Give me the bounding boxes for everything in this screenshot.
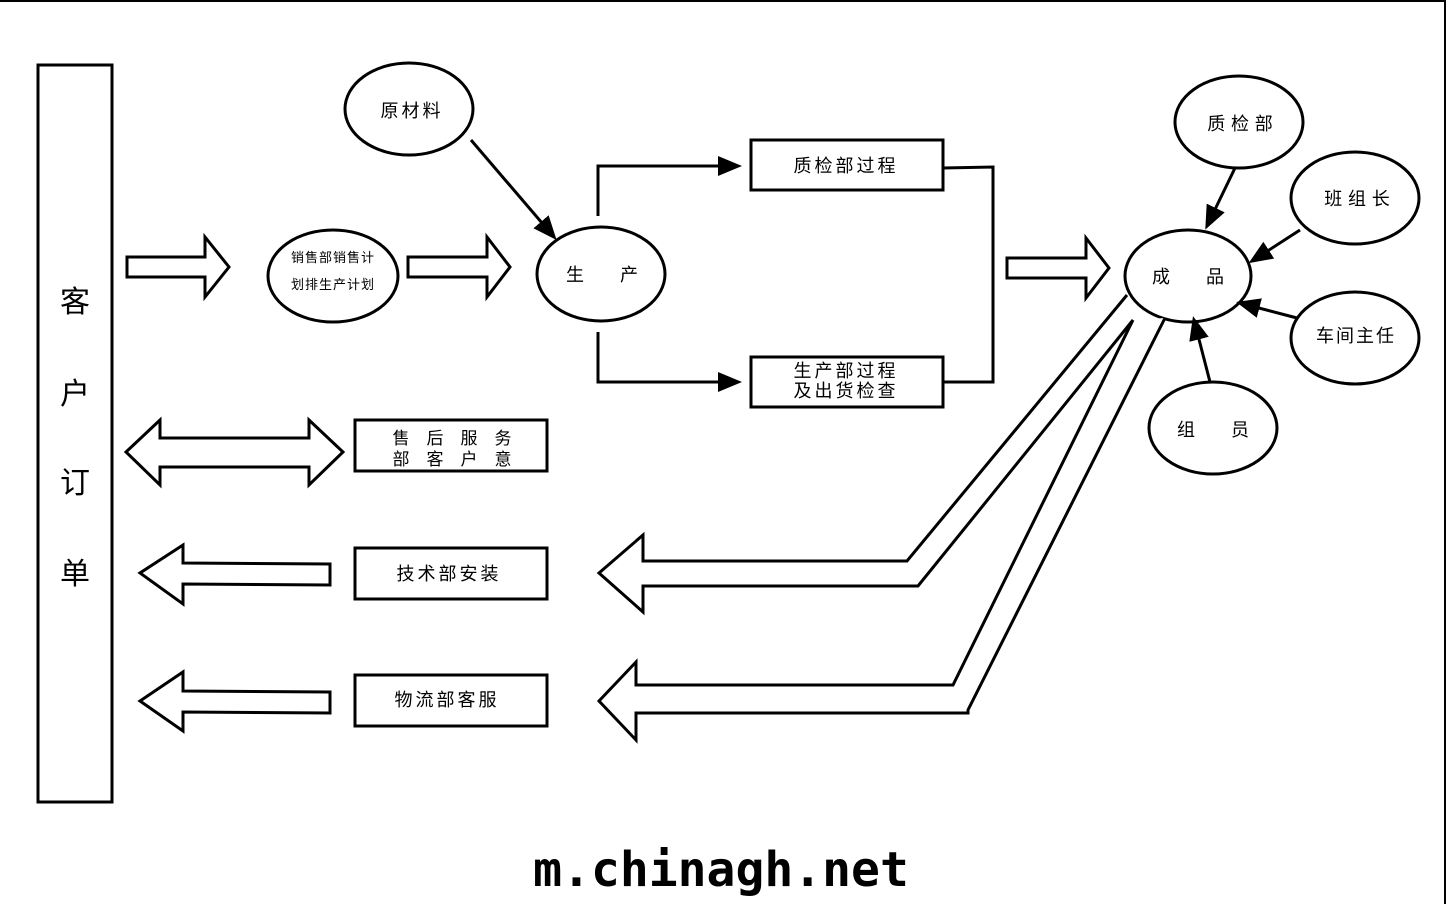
arrow-team-leader-to-finished: [1248, 228, 1301, 264]
customer-order-box: 客 户 订 单: [36, 63, 114, 804]
tech-install-label: 技术部安装: [397, 564, 502, 585]
double-block-arrow-after-sales: [123, 416, 346, 489]
block-arrow-to-finished: [1005, 233, 1111, 303]
block-arrow-logistics-to-order: [137, 669, 332, 734]
after-sales-box: 售 后 服 务 部 客 户 意: [353, 418, 549, 473]
logistics-box: 物流部客服: [353, 673, 549, 728]
customer-order-char-4: 单: [60, 557, 90, 592]
workshop-director-node: 车间主任: [1289, 290, 1421, 386]
team-member-node: 组 员: [1147, 380, 1279, 476]
block-arrow-tech-to-order: [137, 542, 332, 607]
finished-product-label: 成 品: [1152, 267, 1224, 288]
arrow-production-to-qc: [596, 156, 742, 216]
sales-plan-line1: 销售部销售计: [291, 250, 375, 266]
block-arrow-finished-to-tech: [596, 294, 1135, 616]
arrow-qc-dept-to-finished: [1205, 167, 1237, 230]
block-arrow-finished-to-logistics: [596, 317, 1167, 744]
finished-product-node: 成 品: [1123, 228, 1253, 324]
team-leader-node: 班 组 长: [1289, 150, 1421, 246]
raw-material-node: 原材料: [343, 61, 475, 157]
production-node: 生 产: [535, 225, 667, 323]
production-label: 生 产: [566, 265, 638, 286]
sales-plan-node: 销售部销售计 划排生产计划: [266, 228, 400, 324]
prod-process-box: 生产部过程 及出货检查: [749, 355, 945, 409]
team-member-label: 组 员: [1177, 420, 1249, 441]
customer-order-char-3: 订: [60, 466, 90, 501]
prod-process-line1: 生产部过程: [794, 361, 899, 382]
logistics-label: 物流部客服: [395, 690, 500, 711]
block-arrow-order-to-sales: [125, 232, 231, 302]
after-sales-line2: 部 客 户 意: [393, 450, 512, 470]
arrow-member-to-finished: [1189, 316, 1212, 383]
qc-dept-label: 质 检 部: [1207, 114, 1272, 135]
sales-plan-line2: 划排生产计划: [291, 278, 375, 293]
block-arrow-sales-to-production: [406, 232, 512, 302]
customer-order-char-2: 户: [60, 377, 90, 412]
qc-process-label: 质检部过程: [794, 156, 899, 177]
prod-process-line2: 及出货检查: [794, 381, 899, 402]
bracket-connector: [942, 165, 995, 384]
tech-install-box: 技术部安装: [353, 546, 549, 601]
arrow-director-to-finished: [1236, 298, 1298, 320]
after-sales-line1: 售 后 服 务: [393, 429, 512, 449]
qc-dept-node: 质 检 部: [1173, 74, 1305, 170]
workshop-director-label: 车间主任: [1316, 326, 1396, 347]
arrow-raw-to-production: [469, 139, 557, 241]
team-leader-label: 班 组 长: [1324, 189, 1389, 210]
qc-process-box: 质检部过程: [749, 138, 945, 192]
watermark-text: m.chinagh.net: [533, 842, 909, 898]
customer-order-char-1: 客: [60, 285, 90, 320]
arrow-production-to-prod-process: [596, 332, 742, 392]
raw-material-label: 原材料: [381, 101, 444, 122]
